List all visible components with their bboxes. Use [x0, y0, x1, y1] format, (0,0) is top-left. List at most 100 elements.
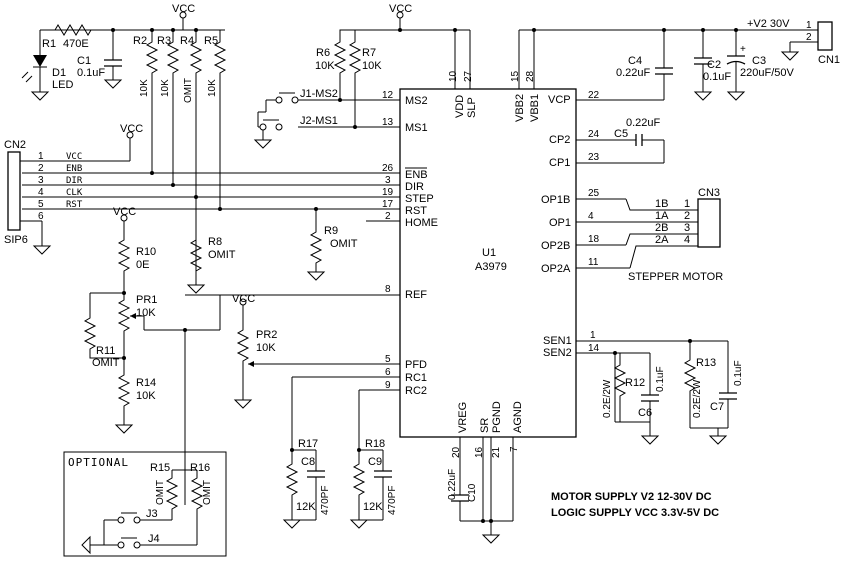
c4-ref: C4 — [628, 55, 642, 67]
pin-num-28: 28 — [525, 70, 536, 82]
c3-ref: C3 — [752, 55, 766, 67]
resistor-r4 — [189, 30, 203, 285]
resistor-r12 — [613, 352, 627, 422]
pr2-ref: PR2 — [256, 329, 277, 341]
pin-num-18: 18 — [588, 234, 600, 245]
cn3-ref: CN3 — [698, 187, 720, 199]
r6-value: 10K — [315, 60, 335, 72]
gnd-ms-jumpers — [253, 139, 273, 149]
r5-value: 10K — [207, 79, 218, 97]
pin-num-23: 23 — [588, 152, 600, 163]
r4-value: OMIT — [183, 78, 194, 103]
pin-name-vreg: VREG — [457, 402, 469, 433]
r14-value: 10K — [136, 390, 156, 402]
resistor-r18 — [352, 450, 366, 520]
c3-value: 220uF/50V — [740, 67, 794, 79]
resistor-r17 — [285, 450, 299, 520]
cn1-ref: CN1 — [818, 54, 840, 66]
stepper-motor-label: STEPPER MOTOR — [628, 271, 723, 283]
gnd-sen1 — [708, 435, 728, 445]
resistor-r2 — [145, 30, 159, 173]
r18-value: 12K — [363, 501, 383, 513]
potentiometer-pr1 — [117, 293, 131, 358]
cn2-pin-2-num: 2 — [38, 163, 44, 174]
gnd-r17 — [282, 519, 302, 529]
cn2-pin-4-num: 4 — [38, 187, 44, 198]
r9-value: OMIT — [330, 238, 358, 250]
pin-num-4: 4 — [588, 211, 594, 222]
pin-name-sr: SR — [479, 418, 491, 433]
r8-ref: R8 — [208, 236, 222, 248]
gnd-r8 — [186, 284, 206, 294]
r16-ref: R16 — [190, 462, 210, 474]
pin-num-20: 20 — [451, 446, 462, 458]
pin-num-22: 22 — [588, 90, 600, 101]
resistor-r15 — [165, 470, 179, 520]
cn2-pin-5-num: 5 — [38, 199, 44, 210]
gnd-ic — [481, 534, 501, 544]
optional-label: OPTIONAL — [68, 456, 129, 469]
pin-name-enb: ENB — [405, 169, 428, 181]
gnd-sen2 — [640, 435, 660, 445]
gnd-d1 — [30, 91, 50, 101]
c1-value: 0.1uF — [77, 67, 105, 79]
c2-ref: C2 — [707, 59, 721, 71]
pin-name-agnd: AGND — [512, 401, 524, 433]
pin-name-step: STEP — [405, 193, 434, 205]
r5-ref: R5 — [204, 35, 218, 47]
c4-value: 0.22uF — [616, 67, 651, 79]
pin-num-27: 27 — [463, 70, 474, 82]
c10-value: 0.22uF — [447, 469, 458, 500]
pin-num-21: 21 — [491, 446, 502, 458]
d1-value: LED — [52, 79, 73, 91]
connector-cn2 — [7, 151, 21, 231]
pin-num-14: 14 — [588, 343, 600, 354]
cn2-pin-3-name: DIR — [66, 176, 83, 186]
cn2-pin-2-name: ENB — [66, 164, 82, 174]
c5-value: 0.22uF — [626, 117, 661, 129]
cn3-pin-4-num: 4 — [684, 234, 690, 246]
pin-name-vcp: VCP — [548, 94, 571, 106]
resistor-r5 — [213, 30, 227, 209]
pin-name-slp: SLP — [466, 97, 478, 118]
r17-ref: R17 — [298, 438, 318, 450]
vcc-label-r10: VCC — [113, 206, 136, 218]
r8-value: OMIT — [208, 249, 236, 261]
note-logic-supply: LOGIC SUPPLY VCC 3.3V-5V DC — [551, 507, 719, 519]
pin-name-ref: REF — [405, 289, 427, 301]
resistor-r13 — [683, 341, 697, 428]
pin-name-cp1: CP1 — [549, 157, 570, 169]
pin-name-home: HOME — [405, 217, 438, 229]
pin-num-12: 12 — [382, 90, 394, 101]
gnd-optional — [81, 535, 91, 555]
r10-ref: R10 — [136, 246, 156, 258]
gnd-cn1 — [780, 51, 800, 61]
r18-ref: R18 — [365, 438, 385, 450]
pin-name-sen2: SEN2 — [543, 347, 572, 359]
r6-ref: R6 — [316, 47, 330, 59]
c3-plus: + — [740, 44, 746, 55]
c6-value: 0.1uF — [655, 366, 666, 392]
pin-name-dir: DIR — [405, 181, 424, 193]
pin-name-op1: OP1 — [549, 217, 571, 229]
pin-num-9: 9 — [385, 380, 391, 391]
pin-name-vbb2: VBB2 — [514, 94, 526, 122]
cn2-ref: CN2 — [4, 139, 26, 151]
c6-ref: C6 — [638, 407, 652, 419]
cn3-pin-1-num: 1 — [684, 198, 690, 210]
pin-name-ms1: MS1 — [405, 122, 428, 134]
pin-name-op1b: OP1B — [541, 194, 570, 206]
optional-box — [63, 451, 227, 557]
vcc-label-top-left: VCC — [172, 3, 195, 15]
r10-value: 0E — [136, 259, 149, 271]
pin-num-8: 8 — [385, 284, 391, 295]
pin-num-16: 16 — [474, 446, 485, 458]
gnd-r9 — [306, 271, 326, 281]
r3-ref: R3 — [157, 35, 171, 47]
pin-num-13: 13 — [382, 117, 394, 128]
cn3-pin-1a: 1A — [655, 210, 669, 222]
c9-ref: C9 — [368, 456, 382, 468]
c10-ref: C10 — [467, 483, 478, 502]
r14-ref: R14 — [136, 377, 156, 389]
cn2-pin-1-name: VCC — [66, 152, 82, 162]
